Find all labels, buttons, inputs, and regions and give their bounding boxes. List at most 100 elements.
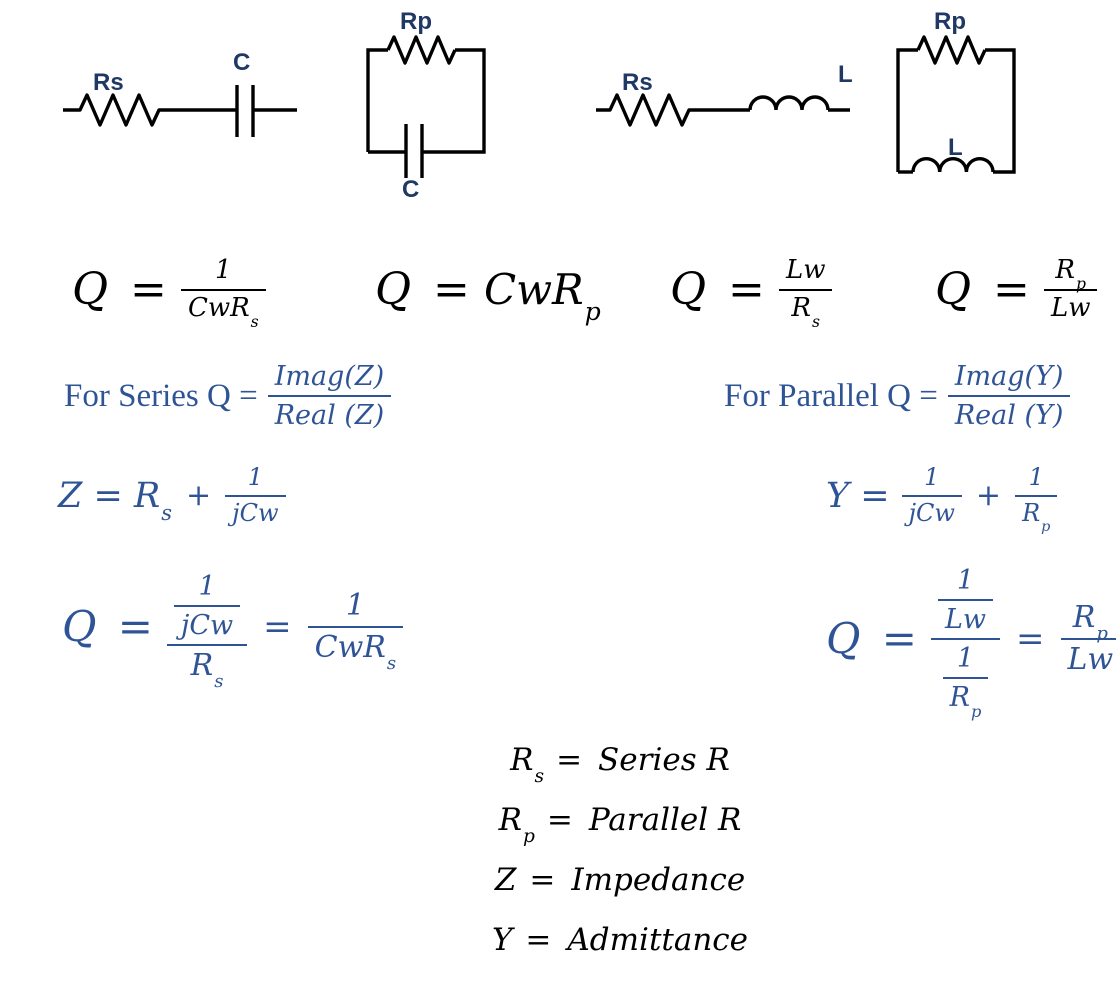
numerator: Imag(Z) <box>267 361 392 397</box>
parallel-rc-circuit: Rp C <box>360 10 500 203</box>
symbol-base: Z <box>494 862 517 898</box>
series-rl-circuit: Rs L <box>590 45 860 145</box>
definition-rp: Rp = Parallel R <box>498 802 742 846</box>
denominator: jCw <box>232 499 279 527</box>
capacitor-label: C <box>402 176 420 203</box>
inner-fraction: 1 Lw <box>937 565 994 635</box>
admittance-equation: Y = 1 jCw + 1 Rp <box>826 452 1058 540</box>
subscript: p <box>970 701 982 721</box>
equation-lhs: Z = Rs <box>58 478 172 524</box>
subscript: s <box>250 312 259 331</box>
equals-sign: = <box>529 862 556 898</box>
subscript: p <box>1076 274 1086 293</box>
numerator: Imag(Y) <box>947 361 1071 397</box>
q-parallel-rc-formula: Q = CwRp <box>375 244 601 336</box>
subscript: p <box>1096 622 1108 644</box>
left-wire <box>366 48 388 152</box>
resistor-zigzag <box>63 93 237 127</box>
numerator: 1 <box>901 464 962 497</box>
left-wire <box>896 48 918 172</box>
subscript: p <box>522 826 535 848</box>
denominator: Lw <box>1050 293 1091 323</box>
numerator: 1 <box>1015 464 1058 497</box>
subscript: s <box>214 670 224 692</box>
capacitor-plates <box>235 85 255 137</box>
meaning: Admittance <box>567 922 749 958</box>
formula-lhs: Q = <box>62 602 153 651</box>
denominator: Real (Z) <box>274 400 385 431</box>
outer-fraction: 1 Lw 1 Rp <box>930 565 1001 720</box>
formula-lhs: Q = <box>72 264 167 315</box>
q-parallel-rl-formula: Q = Rp Lw <box>935 244 1098 336</box>
numerator: 1 <box>225 464 286 497</box>
inner-fraction: 1 Rp <box>942 643 989 720</box>
parallel-q-definition: For Parallel Q = Imag(Y) Real (Y) <box>724 352 1071 440</box>
numerator: 1 <box>307 588 404 628</box>
formula-rhs: CwRp <box>484 269 601 325</box>
symbol-base: R <box>510 742 534 778</box>
right-wire <box>985 48 1016 174</box>
numerator: Rp <box>1060 600 1116 644</box>
symbol: Rp <box>498 802 535 846</box>
resistor-label: Rs <box>622 69 653 96</box>
resistor-label: Rs <box>93 69 124 96</box>
impedance-equation: Z = Rs + 1 jCw <box>58 452 286 540</box>
symbol-definitions: Rs = Series R Rp = Parallel R Z = Impeda… <box>380 742 860 958</box>
denominator-base: R <box>1022 499 1041 527</box>
formula-lhs: Q = <box>670 264 765 315</box>
resistor-zigzag <box>916 35 987 65</box>
formula-lhs: Q = <box>935 264 1030 315</box>
numerator: 1 <box>937 565 994 601</box>
definition-y: Y = Admittance <box>492 922 748 958</box>
outer-fraction: 1 jCw Rs <box>166 571 248 690</box>
denominator: Lw <box>1067 642 1114 677</box>
resistor-label: Rp <box>934 8 966 35</box>
inductor-label: L <box>838 61 853 88</box>
symbol: Rs <box>510 742 544 786</box>
capacitor-plates <box>404 124 424 178</box>
parallel-rc-schematic <box>366 35 486 178</box>
denominator: CwRs <box>181 291 266 329</box>
numerator-base: R <box>1055 255 1075 286</box>
fraction: 1 jCw <box>901 464 962 527</box>
fraction: 1 Rp <box>1015 464 1058 534</box>
equation-lhs: Y = <box>826 475 890 516</box>
subscript: p <box>1041 518 1051 535</box>
fraction: Imag(Z) Real (Z) <box>267 361 392 431</box>
subscript: s <box>386 653 397 675</box>
series-rc-circuit: Rs C <box>55 45 305 165</box>
outer-numerator: 1 Lw <box>930 565 1001 640</box>
equals-sign: = <box>1016 619 1045 659</box>
series-q-definition: For Series Q = Imag(Z) Real (Z) <box>64 352 392 440</box>
denominator: Rs <box>779 291 833 329</box>
symbol: Y <box>492 922 513 958</box>
right-wire <box>422 48 486 154</box>
meaning: Series R <box>598 742 730 778</box>
inductor-label: L <box>948 134 963 161</box>
fraction: 1 CwRs <box>180 255 266 329</box>
symbol-base: Y <box>491 922 513 958</box>
equals-sign: = <box>556 742 583 778</box>
denominator: Rp <box>943 679 989 720</box>
fraction: 1 jCw <box>225 464 286 527</box>
numerator: 1 <box>942 643 989 680</box>
rhs-base: CwR <box>483 265 584 314</box>
result-fraction: Rp Lw <box>1060 600 1116 678</box>
numerator: 1 <box>180 255 266 291</box>
outer-denominator: 1 Rp <box>931 640 1000 720</box>
denominator-base: R <box>190 647 214 683</box>
parallel-q-derivation: Q = 1 Lw 1 Rp = Rp Lw <box>826 558 1116 720</box>
resistor-zigzag <box>386 35 457 65</box>
resistor-zigzag <box>596 93 750 127</box>
denominator: Lw <box>944 603 987 635</box>
outer-denominator: Rs <box>167 646 247 690</box>
definition-z: Z = Impedance <box>495 862 745 898</box>
denominator: CwRs <box>308 628 403 672</box>
capacitor-label: C <box>233 49 251 76</box>
symbol-base: R <box>498 802 522 838</box>
denominator-base: R <box>949 682 970 714</box>
equals-sign: = <box>525 922 552 958</box>
series-q-derivation: Q = 1 jCw Rs = 1 CwRs <box>62 552 404 702</box>
denominator: jCw <box>180 609 234 641</box>
meaning: Parallel R <box>588 802 742 838</box>
